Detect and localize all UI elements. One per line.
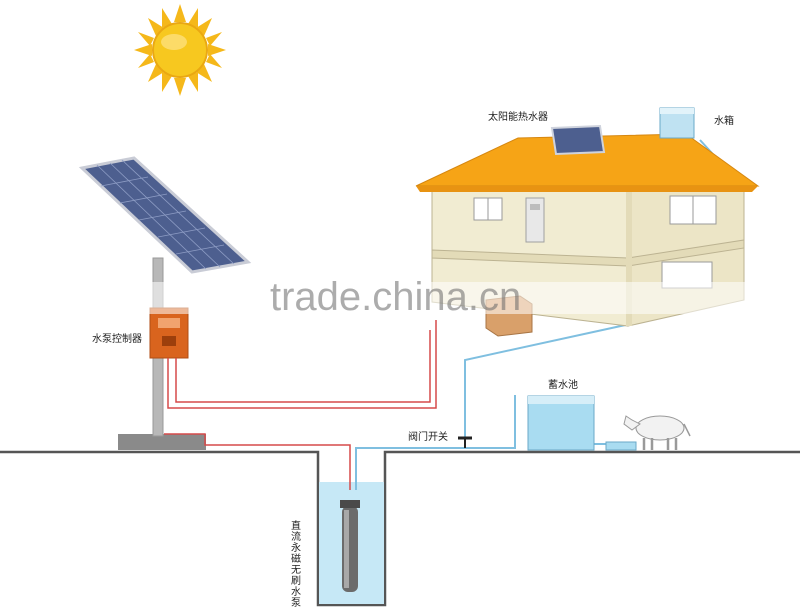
svg-text:trade.china.cn: trade.china.cn — [270, 275, 521, 319]
reservoir: 蓄水池 — [527, 378, 595, 451]
pump-controller-label: 水泵控制器 — [92, 332, 142, 345]
ground — [0, 450, 800, 607]
pump-icon — [340, 500, 360, 592]
reservoir-label: 蓄水池 — [548, 378, 578, 391]
pump-controller: 水泵控制器 — [92, 307, 189, 359]
valve-icon: 阀门开关 — [408, 430, 472, 448]
sun-icon — [134, 4, 226, 96]
trough — [605, 441, 637, 451]
water-tank-label: 水箱 — [714, 114, 734, 127]
solar-water-heater-label: 太阳能热水器 — [488, 110, 548, 123]
red-wiring — [164, 320, 437, 490]
valve-label: 阀门开关 — [408, 430, 448, 443]
cow-icon — [623, 415, 691, 450]
pump-label: 直流永磁无刷水泵 — [289, 519, 301, 608]
solar-panel-icon — [78, 156, 252, 450]
svg-text:直流永磁无刷水泵: 直流永磁无刷水泵 — [289, 519, 301, 608]
watermark: trade.china.cn — [140, 275, 760, 319]
